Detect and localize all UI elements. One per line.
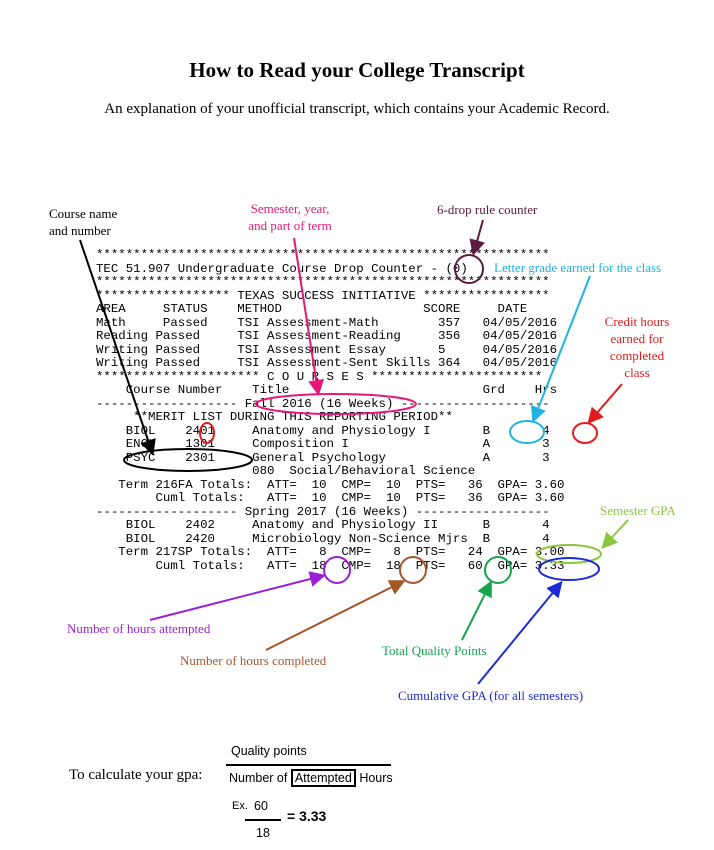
- calc-example-label: Ex.: [232, 800, 248, 812]
- circle-quality-points: [484, 556, 512, 584]
- page-title: How to Read your College Transcript: [189, 58, 525, 82]
- transcript-line: Writing Passed TSI Assessment-Sent Skill…: [96, 356, 558, 370]
- annotation-drop-counter: 6-drop rule counter: [437, 202, 538, 217]
- calc-denominator: Number of Attempted Hours: [229, 769, 393, 787]
- transcript-line: ------------------- Spring 2017 (16 Week…: [96, 504, 550, 519]
- annotation-semester: Semester, year, and part of term: [240, 200, 340, 234]
- calc-example-result: = 3.33: [287, 808, 327, 824]
- annotation-hours-completed: Number of hours completed: [180, 653, 327, 668]
- annotation-quality-points: Total Quality Points: [382, 643, 487, 658]
- transcript-line: **MERIT LIST DURING THIS REPORTING PERIO…: [96, 410, 453, 424]
- circle-course-name: [123, 448, 253, 472]
- circle-letter-grade: [509, 420, 545, 444]
- annotation-credit-hours: Credit hours earned for completed class: [592, 313, 682, 381]
- annotation-semester-line1: Semester, year,: [250, 201, 330, 216]
- transcript-line: Term 217SP Totals: ATT= 8 CMP= 8 PTS= 24…: [96, 545, 565, 559]
- circle-credit-hours: [572, 422, 598, 444]
- calc-denominator-prefix: Number of: [229, 771, 288, 785]
- circle-hours-completed: [399, 556, 427, 584]
- calc-example-numerator: 60: [254, 799, 268, 813]
- circle-semester: [255, 393, 417, 415]
- transcript-block: ****************************************…: [96, 248, 596, 584]
- circle-cumulative-gpa: [538, 557, 600, 581]
- arrow-hours-completed: [265, 580, 406, 651]
- transcript-line: Term 216FA Totals: ATT= 10 CMP= 10 PTS= …: [96, 477, 565, 492]
- calc-denominator-suffix: Hours: [359, 771, 393, 785]
- arrow-quality-points: [461, 580, 492, 641]
- transcript-line: ********************** C O U R S E S ***…: [96, 369, 543, 384]
- transcript-line: 080 Social/Behavioral Science: [96, 464, 476, 478]
- transcript-line: ****************************************…: [96, 248, 550, 262]
- transcript-line: Cuml Totals: ATT= 18 CMP= 18 PTS= 60 GPA…: [96, 558, 565, 573]
- annotation-credit-line3: completed: [609, 348, 665, 363]
- transcript-line: Reading Passed TSI Assessment-Reading 35…: [96, 329, 558, 343]
- calc-example-denominator: 18: [256, 826, 270, 840]
- arrow-credit-hours: [587, 383, 623, 425]
- transcript-line: BIOL 2402 Anatomy and Physiology II B 4: [96, 518, 550, 532]
- circle-hours-attempted: [323, 556, 351, 584]
- circle-drop-counter: [454, 254, 484, 284]
- transcript-line: ****************************************…: [96, 275, 550, 289]
- annotation-credit-line1: Credit hours: [604, 314, 670, 329]
- transcript-line: PSYC 2301 General Psychology A 3: [96, 450, 550, 465]
- circle-course-digit: [199, 422, 215, 444]
- arrow-cumulative-gpa: [477, 580, 563, 685]
- arrow-hours-attempted: [149, 571, 326, 621]
- annotation-semester-gpa: Semester GPA: [600, 503, 676, 518]
- transcript-line: ****************** TEXAS SUCCESS INITIAT…: [96, 288, 550, 303]
- transcript-line: Cuml Totals: ATT= 10 CMP= 10 PTS= 36 GPA…: [96, 491, 565, 505]
- calc-example-line: [245, 819, 281, 821]
- calc-numerator: Quality points: [231, 744, 307, 758]
- annotation-credit-line2: earned for: [610, 331, 664, 346]
- arrow-semester-gpa: [601, 519, 629, 549]
- arrow-course-name: [79, 239, 156, 456]
- annotation-semester-line2: and part of term: [248, 218, 332, 233]
- transcript-line: TEC 51.907 Undergraduate Course Drop Cou…: [96, 261, 468, 276]
- annotation-hours-attempted: Number of hours attempted: [67, 621, 211, 636]
- annotation-credit-line4: class: [624, 365, 650, 380]
- transcript-line: ------------------- Fall 2016 (16 Weeks)…: [96, 396, 550, 411]
- calc-prompt: To calculate your gpa:: [69, 767, 203, 783]
- arrow-letter-grade: [530, 275, 591, 423]
- annotation-course-name-line2: and number: [49, 223, 111, 238]
- transcript-line: BIOL 2420 Microbiology Non-Science Mjrs …: [96, 531, 550, 546]
- transcript-line: AREA STATUS METHOD SCORE DATE: [96, 302, 528, 316]
- transcript-line: Writing Passed TSI Assessment Essay 5 04…: [96, 342, 558, 357]
- arrow-drop-counter: [469, 219, 485, 256]
- circle-semester-gpa: [536, 544, 602, 564]
- annotation-course-name: Course name and number: [49, 205, 117, 239]
- annotation-cumulative-gpa: Cumulative GPA (for all semesters): [398, 688, 584, 703]
- transcript-line: Math Passed TSI Assessment-Math 357 04/0…: [96, 315, 558, 330]
- transcript-line: Course Number Title Grd Hrs: [96, 383, 558, 397]
- calc-fraction-line: [226, 764, 391, 766]
- calc-denominator-boxed: Attempted: [290, 769, 356, 787]
- page-subtitle: An explanation of your unofficial transc…: [104, 101, 610, 117]
- arrow-semester: [293, 237, 325, 396]
- transcript-line: BIOL 2401 Anatomy and Physiology I B 4: [96, 423, 550, 438]
- annotation-letter-grade: Letter grade earned for the class: [494, 260, 662, 275]
- annotation-course-name-line1: Course name: [49, 206, 118, 221]
